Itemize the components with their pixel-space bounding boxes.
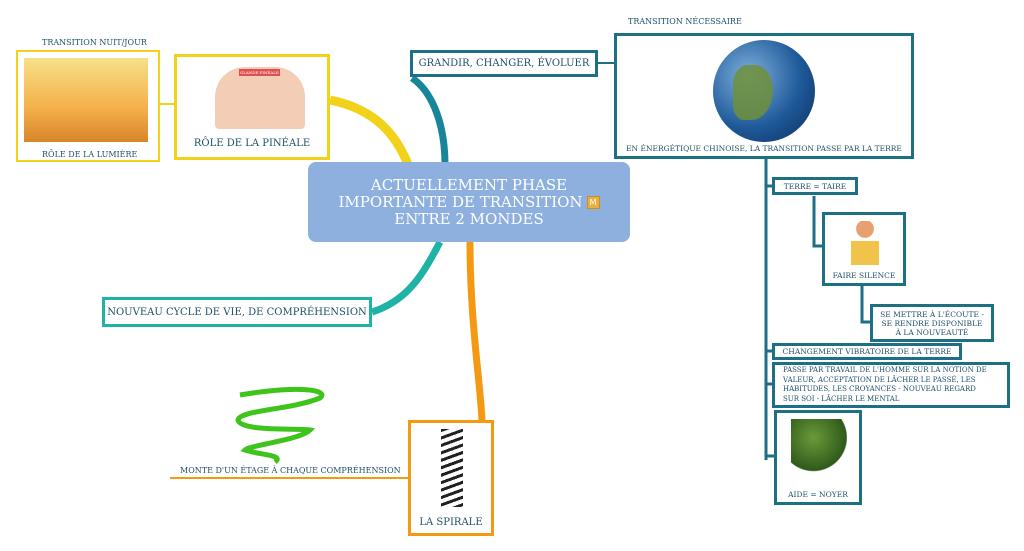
walnut-tree-image [791,419,847,481]
node-terre-globe-label: EN ÉNERGÉTIQUE CHINOISE, LA TRANSITION P… [626,144,902,153]
central-line3: ENTRE 2 MONDES [394,209,544,228]
node-passe-par-travail[interactable]: PASSE PAR TRAVAIL DE L'HOMME SUR LA NOTI… [772,362,1010,408]
passe-line: PASSE PAR TRAVAIL DE L'HOMME SUR LA NOTI… [783,366,987,374]
node-ecoute[interactable]: SE METTRE À L'ÉCOUTE -SE RENDRE DISPONIB… [870,304,994,342]
node-grandir[interactable]: GRANDIR, CHANGER, ÉVOLUER [410,50,598,77]
ecoute-line: SE METTRE À L'ÉCOUTE - [880,309,984,319]
node-role-pineale-label: RÔLE DE LA PINÉALE [193,138,311,149]
node-nouveau-cycle[interactable]: NOUVEAU CYCLE DE VIE, DE COMPRÉHENSION [102,297,372,327]
node-changement-vibratoire[interactable]: CHANGEMENT VIBRATOIRE DE LA TERRE [772,343,962,360]
passe-line: HABITUDES, LES CROYANCES - NOUVEAU REGAR… [783,385,976,393]
node-terre-globe[interactable]: EN ÉNERGÉTIQUE CHINOISE, LA TRANSITION P… [614,33,914,159]
node-la-spirale-label: LA SPIRALE [419,517,483,528]
node-changement-label: CHANGEMENT VIBRATOIRE DE LA TERRE [782,347,952,356]
caption-transition-nuit-jour: TRANSITION NUIT/JOUR [42,38,147,47]
earth-globe-image [713,40,815,142]
node-aide-noyer-label: AIDE = NOYER [788,490,848,499]
central-line2: IMPORTANTE DE TRANSITION [338,192,583,211]
node-role-pineale[interactable]: GLANDE PINÉALE RÔLE DE LA PINÉALE [174,54,330,160]
node-faire-silence-label: FAIRE SILENCE [832,271,896,280]
node-faire-silence[interactable]: FAIRE SILENCE [822,212,906,286]
spiral-image [235,386,325,465]
node-role-lumiere-label: RÔLE DE LA LUMIÈRE [42,150,138,159]
node-la-spirale[interactable]: LA SPIRALE [408,420,494,536]
node-terre-taire[interactable]: TERRE = TAIRE [772,177,858,195]
ecoute-line: SE RENDRE DISPONIBLE [881,318,983,328]
sunset-image [24,58,148,142]
caption-transition-necessaire: TRANSITION NÉCESSAIRE [628,17,742,26]
node-aide-noyer[interactable]: AIDE = NOYER [774,410,862,505]
passe-line: SUR SOI - LÂCHER LE MENTAL [783,394,900,403]
node-role-lumiere[interactable]: RÔLE DE LA LUMIÈRE [16,50,160,162]
ecoute-line: À LA NOUVEAUTÉ [895,327,969,337]
pineal-gland-image: GLANDE PINÉALE [215,67,305,129]
passe-line: VALEUR, ACCEPTATION DE LÂCHER LE PASSÉ, … [783,375,976,384]
node-nouveau-cycle-label: NOUVEAU CYCLE DE VIE, DE COMPRÉHENSION [107,306,367,318]
node-grandir-label: GRANDIR, CHANGER, ÉVOLUER [418,58,590,69]
marker-icon: M [586,196,600,209]
node-terre-taire-label: TERRE = TAIRE [783,181,847,191]
dna-helix-image [441,429,463,507]
meditation-image [851,221,879,265]
central-topic[interactable]: ACTUELLEMENT PHASE IMPORTANTE DE TRANSIT… [308,162,630,242]
caption-monte-etage: MONTE D'UN ÉTAGE À CHAQUE COMPRÉHENSION [180,466,401,475]
central-line1: ACTUELLEMENT PHASE [370,175,568,194]
pineal-image-label: GLANDE PINÉALE [239,69,280,76]
